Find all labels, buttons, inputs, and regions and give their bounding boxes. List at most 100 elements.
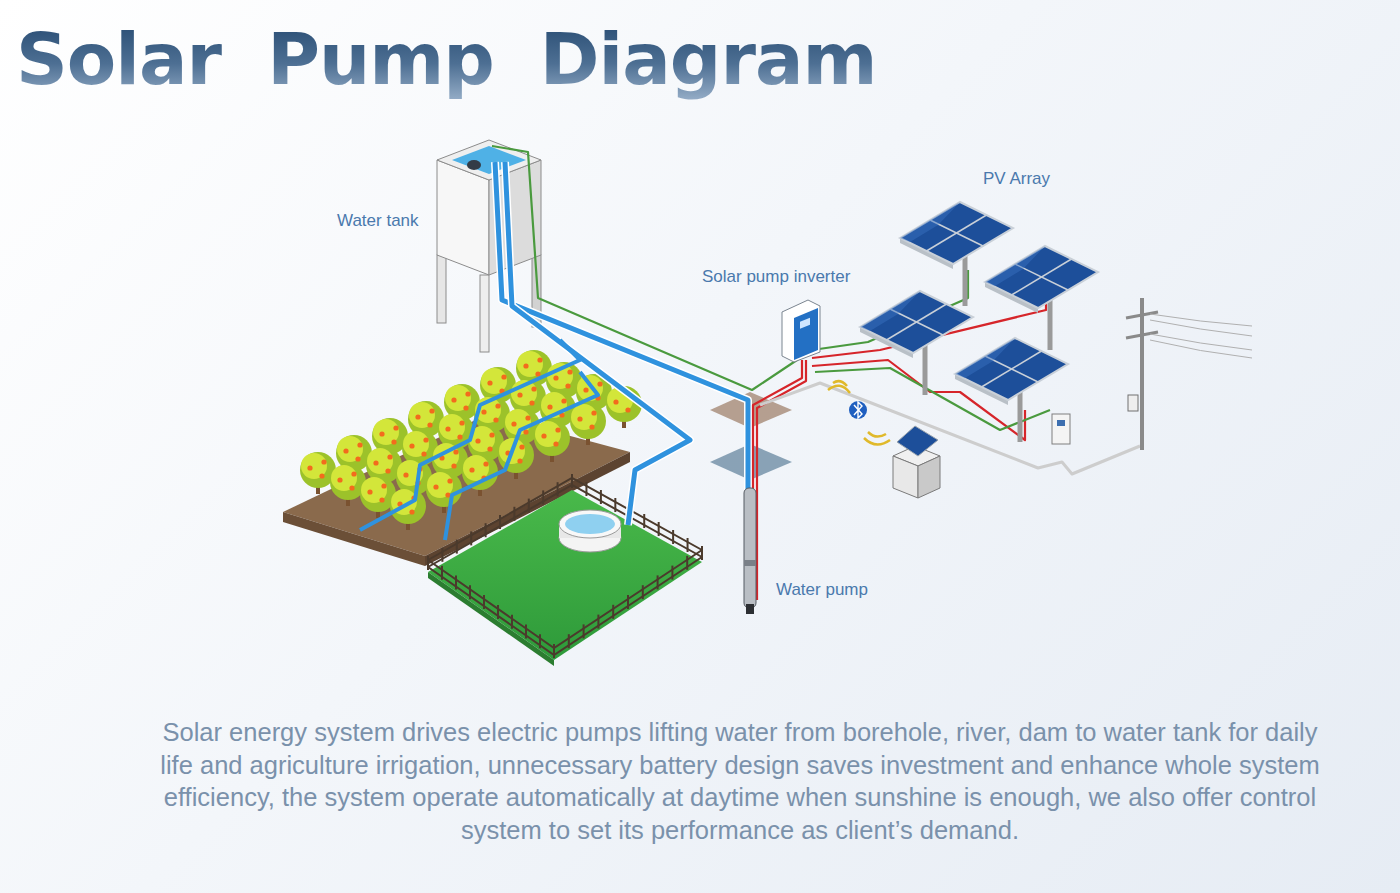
fence-post [542, 490, 544, 504]
fence-post [553, 644, 555, 658]
panel-frame [955, 338, 1068, 405]
fruit [577, 416, 582, 421]
fruit [583, 387, 588, 392]
fruit [379, 431, 384, 436]
fence-post [614, 498, 616, 512]
tree-crown [426, 471, 462, 507]
fence-rail [428, 478, 702, 560]
fruit [493, 417, 498, 422]
fruit [541, 433, 546, 438]
field-edge [428, 572, 554, 666]
fruit [555, 427, 560, 432]
control-box-display [1057, 420, 1065, 426]
fruit [343, 448, 348, 453]
fruit [445, 426, 450, 431]
fence-post [497, 605, 499, 619]
fence-post [686, 556, 688, 570]
fruit [519, 444, 524, 449]
signal-arc [868, 432, 886, 437]
pv-array [860, 202, 1098, 442]
station-panel [897, 426, 938, 456]
wires [492, 146, 1140, 600]
fence-post [701, 546, 703, 560]
pump-band [744, 560, 756, 566]
fence-post [557, 482, 559, 496]
fence-post [470, 531, 472, 545]
fruit [487, 380, 492, 385]
fruit [381, 483, 386, 488]
fruit [625, 407, 630, 412]
solar-panel [985, 246, 1098, 308]
fruit [355, 456, 360, 461]
fence-post [483, 595, 485, 609]
tree-crown-light [409, 402, 435, 428]
fruit [423, 437, 428, 442]
fruit [553, 441, 558, 446]
panel-frame [860, 291, 973, 358]
fruit [321, 459, 326, 464]
fence-post [642, 585, 644, 599]
fruit [457, 434, 462, 439]
fruit [379, 497, 384, 502]
part-label: PV Array [983, 169, 1050, 189]
tree-crown-light [445, 385, 471, 411]
fruit [487, 446, 492, 451]
fruit [447, 478, 452, 483]
fruit [421, 451, 426, 456]
fence-post [571, 474, 573, 488]
fruit [517, 458, 522, 463]
fruit [489, 432, 494, 437]
part-label: Solar pump inverter [702, 267, 850, 287]
pole [1140, 298, 1144, 450]
fruit [523, 363, 528, 368]
power-line [1150, 340, 1252, 358]
solar-panel [900, 202, 1013, 264]
inverter-case [782, 300, 820, 362]
fence-rail [428, 485, 702, 567]
fruit [483, 461, 488, 466]
tower-leg [437, 255, 446, 323]
tree-crown-light [439, 414, 465, 440]
tree-crown-light [367, 448, 393, 474]
utility-pole [1126, 298, 1252, 450]
fruit [537, 357, 542, 362]
part-label: Water tank [337, 211, 419, 231]
fence-post [455, 576, 457, 590]
fence-post [701, 546, 703, 560]
fence-post [585, 482, 587, 496]
tree-crown-light [517, 351, 543, 377]
fruit [481, 409, 486, 414]
fruit [351, 471, 356, 476]
fence-post [528, 499, 530, 513]
fence [428, 474, 702, 658]
tree-crown-light [331, 465, 357, 491]
fruit [409, 443, 414, 448]
fruit [385, 468, 390, 473]
fence-post [658, 522, 660, 536]
fruit [409, 509, 414, 514]
fruit [547, 404, 552, 409]
fence-rail [428, 557, 702, 655]
fruit [307, 465, 312, 470]
inverter-display [800, 318, 810, 329]
power-line [1150, 320, 1252, 336]
fruit [561, 398, 566, 403]
fruit [469, 467, 474, 472]
fruit [591, 410, 596, 415]
tree-crown-light [535, 421, 561, 447]
fruit [415, 414, 420, 419]
fruit [427, 422, 432, 427]
fruit [567, 369, 572, 374]
fruit [501, 374, 506, 379]
fence-post [657, 575, 659, 589]
tree-crown-light [403, 431, 429, 457]
meter-box [1128, 395, 1138, 411]
solar-panel [860, 291, 973, 353]
fence-post [643, 514, 645, 528]
panel-shine [985, 246, 1045, 286]
submersible-pump [744, 488, 756, 614]
fence-post [427, 556, 429, 570]
diagram-title: Solar Pump Diagram [16, 14, 877, 104]
fruit [453, 449, 458, 454]
fence-post [571, 474, 573, 488]
